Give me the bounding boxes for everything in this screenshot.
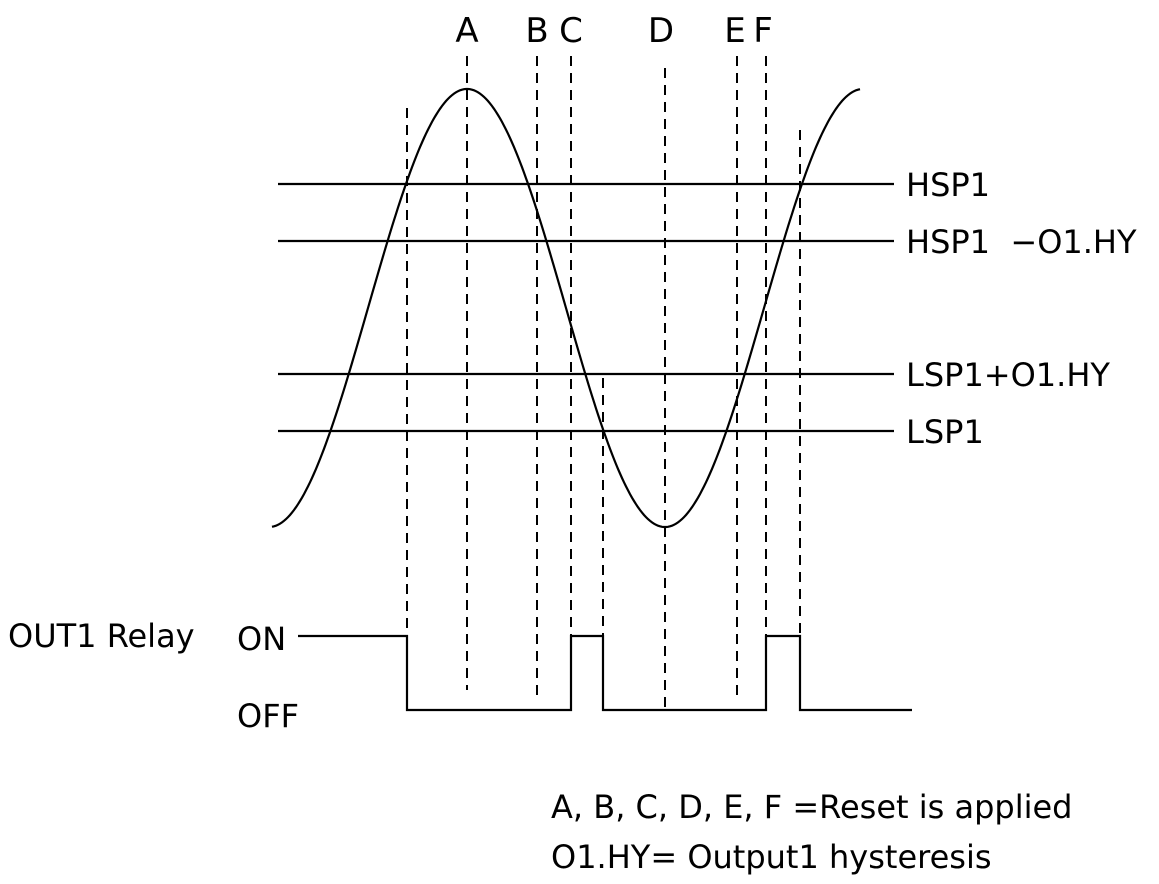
- marker-lines: [466, 56, 767, 708]
- marker-label-a: A: [455, 11, 478, 51]
- relay-output-waveform: [298, 634, 912, 712]
- marker-label-f: F: [753, 11, 773, 51]
- process-value-curve: [271, 87, 861, 529]
- relay-off-label: OFF: [237, 697, 299, 735]
- marker-labels: A B C D E F: [455, 11, 772, 51]
- level-label-lsp1: LSP1: [906, 413, 984, 451]
- level-label-hsp1: HSP1: [906, 166, 990, 204]
- level-lines: [278, 182, 894, 433]
- legend-line-2: O1.HY= Output1 hysteresis: [551, 838, 992, 876]
- level-label-hsp1-minus-hy: HSP1 −O1.HY: [906, 223, 1137, 261]
- relay-on-label: ON: [237, 620, 286, 658]
- crossing-lines: [406, 108, 801, 710]
- level-label-lsp1-plus-hy: LSP1+O1.HY: [906, 356, 1110, 394]
- marker-label-d: D: [648, 11, 674, 51]
- marker-label-c: C: [559, 11, 583, 51]
- relay-name-label: OUT1 Relay: [8, 617, 195, 655]
- level-labels: HSP1 HSP1 −O1.HY LSP1+O1.HY LSP1: [906, 166, 1137, 451]
- relay-labels: OUT1 Relay ON OFF: [8, 617, 299, 735]
- marker-label-b: B: [525, 11, 548, 51]
- legend-line-1: A, B, C, D, E, F =Reset is applied: [551, 788, 1072, 826]
- legend: A, B, C, D, E, F =Reset is applied O1.HY…: [551, 788, 1072, 876]
- marker-label-e: E: [724, 11, 745, 51]
